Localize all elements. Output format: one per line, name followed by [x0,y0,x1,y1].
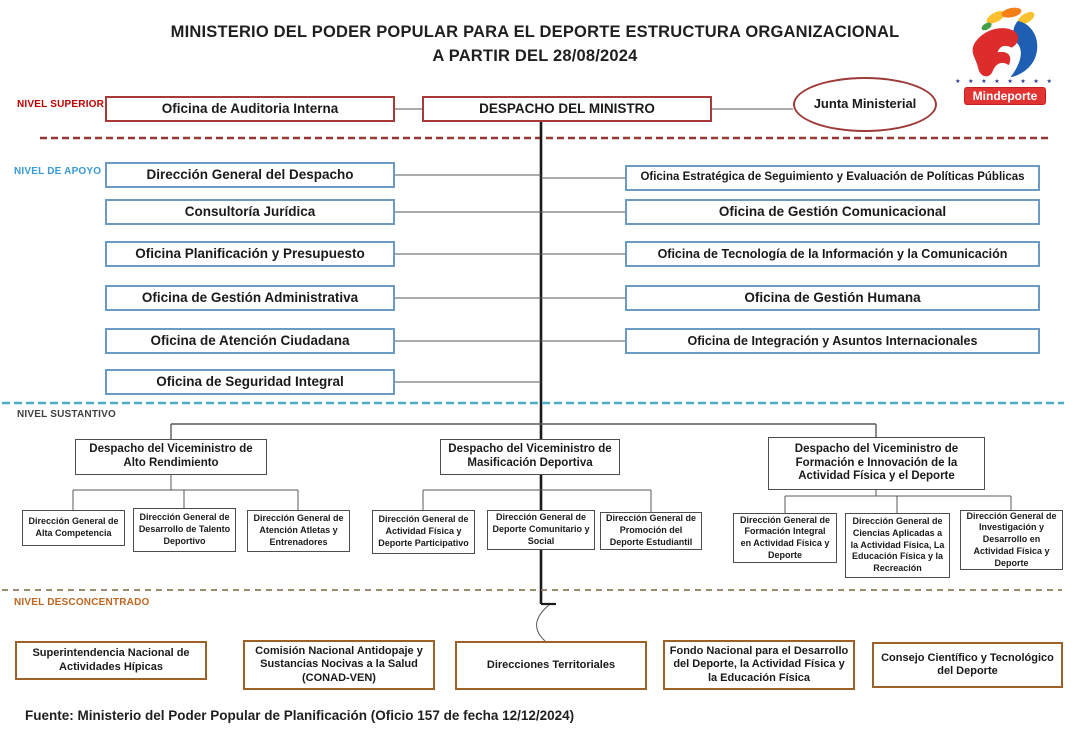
box-direccion-general-despacho: Dirección General del Despacho [105,162,395,188]
box-viceministro-alto-rendimiento: Despacho del Viceministro de Alto Rendim… [75,439,267,475]
box-dg-formacion-integral: Dirección General de Formación Integral … [733,513,837,563]
box-fondo-nacional-desarrollo-deporte: Fondo Nacional para el Desarrollo del De… [663,640,855,690]
mindeporte-logo: ★ ★ ★ ★ ★ ★ ★ ★ Mindeporte [950,6,1060,118]
page-title-line2: A PARTIR DEL 28/08/2024 [432,47,638,65]
box-dg-atencion-atletas-entrenadores: Dirección General de Atención Atletas y … [247,510,350,552]
box-gestion-administrativa: Oficina de Gestión Administrativa [105,285,395,311]
label-nivel-desconcentrado: NIVEL DESCONCENTRADO [14,597,150,608]
box-atencion-ciudadana: Oficina de Atención Ciudadana [105,328,395,354]
box-gestion-comunicacional: Oficina de Gestión Comunicacional [625,199,1040,225]
box-dg-deporte-comunitario-social: Dirección General de Deporte Comunitario… [487,510,595,550]
box-direcciones-territoriales: Direcciones Territoriales [455,641,647,690]
box-dg-actividad-fisica-deporte-participativo: Dirección General de Actividad Física y … [372,510,475,554]
box-despacho-ministro: DESPACHO DEL MINISTRO [422,96,712,122]
ellipse-junta-ministerial: Junta Ministerial [793,77,937,132]
box-viceministro-formacion-innovacion: Despacho del Viceministro de Formación e… [768,437,985,490]
box-superintendencia-actividades-hipicas: Superintendencia Nacional de Actividades… [15,641,207,680]
page-title-line1: MINISTERIO DEL PODER POPULAR PARA EL DEP… [170,23,900,41]
label-nivel-superior: NIVEL SUPERIOR [17,99,105,110]
source-note: Fuente: Ministerio del Poder Popular de … [25,708,575,723]
box-gestion-humana: Oficina de Gestión Humana [625,285,1040,311]
torch-flame-icon [972,7,1038,78]
box-consejo-cientifico-tecnologico: Consejo Científico y Tecnológico del Dep… [872,642,1063,688]
box-dg-desarrollo-talento-deportivo: Dirección General de Desarrollo de Talen… [133,508,236,552]
box-viceministro-masificacion-deportiva: Despacho del Viceministro de Masificació… [440,439,620,475]
page-title: MINISTERIO DEL PODER POPULAR PARA EL DEP… [120,20,950,68]
box-oficina-estrategica-politicas-publicas: Oficina Estratégica de Seguimiento y Eva… [625,165,1040,191]
label-nivel-sustantivo: NIVEL SUSTANTIVO [17,409,116,420]
logo-stars: ★ ★ ★ ★ ★ ★ ★ ★ [955,79,1055,85]
box-dg-investigacion-desarrollo: Dirección General de Investigación y Des… [960,510,1063,570]
box-dg-alta-competencia: Dirección General de Alta Competencia [22,510,125,546]
box-consultoria-juridica: Consultoría Jurídica [105,199,395,225]
box-integracion-asuntos-internacionales: Oficina de Integración y Asuntos Interna… [625,328,1040,354]
box-comision-antidopaje-conad-ven: Comisión Nacional Antidopaje y Sustancia… [243,640,435,690]
logo-wordmark: Mindeporte [963,87,1047,105]
box-tecnologia-informacion: Oficina de Tecnología de la Información … [625,241,1040,267]
box-seguridad-integral: Oficina de Seguridad Integral [105,369,395,395]
box-auditoria-interna: Oficina de Auditoria Interna [105,96,395,122]
box-dg-promocion-deporte-estudiantil: Dirección General de Promoción del Depor… [600,512,702,550]
box-dg-ciencias-aplicadas: Dirección General de Ciencias Aplicadas … [845,513,950,578]
box-planificacion-presupuesto: Oficina Planificación y Presupuesto [105,241,395,267]
label-nivel-apoyo: NIVEL DE APOYO [14,166,102,177]
